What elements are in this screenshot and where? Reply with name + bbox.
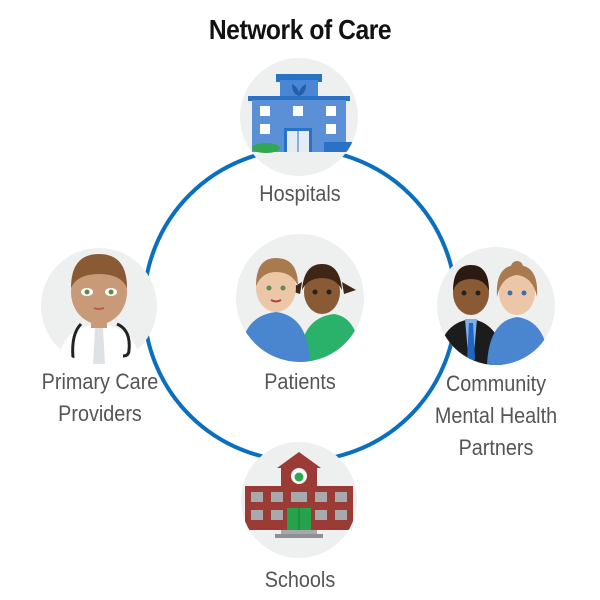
hospitals-label: Hospitals — [259, 181, 341, 206]
two-children-icon — [236, 234, 364, 362]
school-building-icon — [241, 442, 357, 558]
two-adults-icon — [437, 247, 555, 365]
diagram-title: Network of Care — [208, 14, 392, 45]
community-label-line2: Mental Health — [434, 403, 558, 428]
primary-care-label-line2: Providers — [58, 401, 142, 426]
schools-label: Schools — [264, 567, 336, 592]
hospital-building-icon — [240, 58, 358, 176]
community-label-line1: Community — [445, 371, 547, 396]
community-label-line3: Partners — [458, 435, 534, 460]
doctor-with-stethoscope-icon — [41, 248, 157, 364]
patients-label: Patients — [264, 369, 336, 394]
primary-care-label-line1: Primary Care — [41, 369, 159, 394]
